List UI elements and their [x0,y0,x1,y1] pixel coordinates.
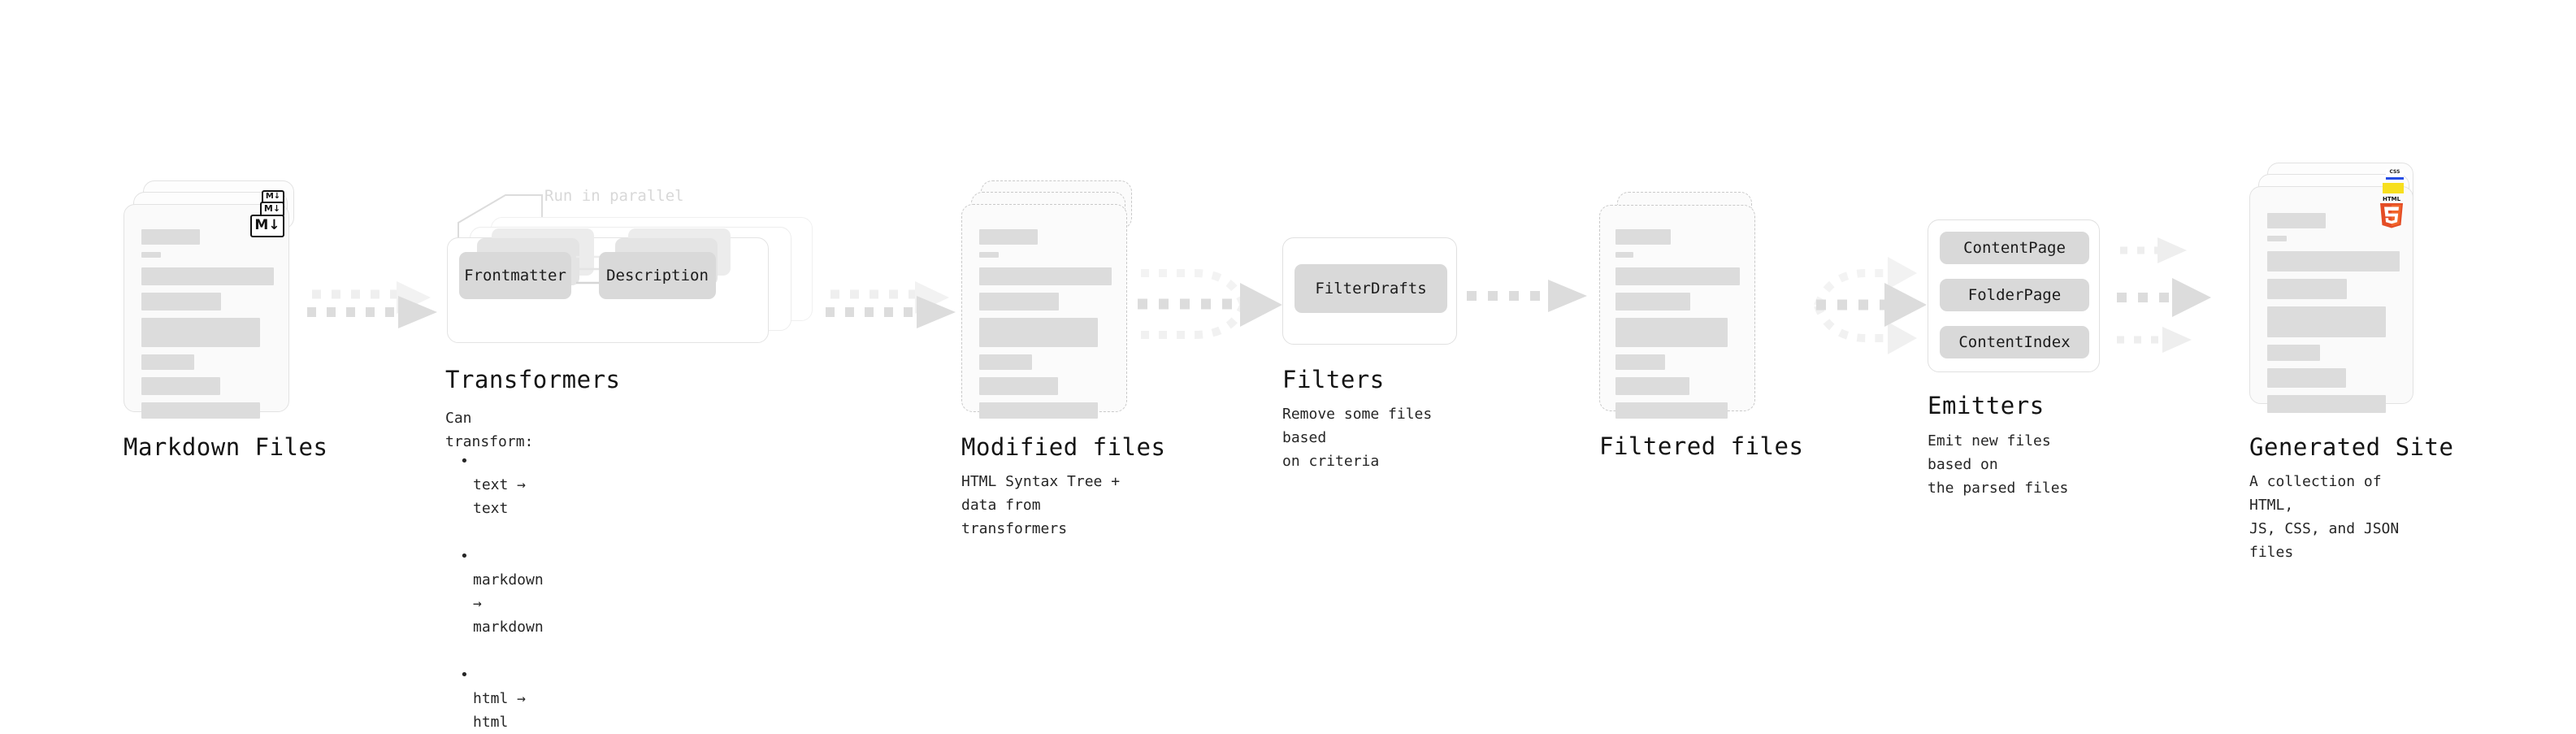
connector-transformers-to-modified [826,275,964,348]
stage-modified-files: Modified files HTML Syntax Tree + data f… [961,180,1165,537]
chip-contentindex[interactable]: ContentIndex [1940,326,2089,358]
stage-generated-site: CSS HTML [2249,163,2453,561]
generated-site-card: CSS HTML [2249,163,2420,415]
chip-contentpage[interactable]: ContentPage [1940,232,2089,264]
caption-transformers: Transformers [445,366,621,393]
merge-arrow-icon [1138,269,1282,339]
javascript-icon [2383,183,2404,193]
caption-generated-site: Generated Site [2249,433,2454,461]
chip-description[interactable]: Description [599,252,716,299]
subtitle-transformers: Can transform: [445,410,534,451]
bullet-label: markdown → markdown [473,571,544,636]
bullet-item: • markdown → markdown [460,547,544,636]
stage-filters: FilterDrafts Filters Remove some files b… [1282,237,1457,470]
caption-filtered-files: Filtered files [1599,432,1804,460]
bullet-label: html → html [473,689,527,731]
emitters-group-box: ContentPage FolderPage ContentIndex [1928,219,2100,372]
chip-frontmatter[interactable]: Frontmatter [459,252,571,299]
bullet-item: • html → html [460,666,527,731]
transformer-group-front: Frontmatter Description [447,228,769,343]
stage-filtered-files: Filtered files [1599,192,1803,460]
parallel-note: Run in parallel [544,187,684,205]
card-content-lines [2267,213,2400,420]
pipeline-diagram: M↓ M↓ M↓ Markdown Files [124,163,2453,731]
filters-group-box: FilterDrafts [1282,237,1457,345]
dashed-arrow-icon [826,281,956,328]
chip-folderpage[interactable]: FolderPage [1940,279,2089,311]
card-content-lines [1615,229,1746,426]
caption-emitters: Emitters [1928,392,2045,419]
dashed-arrow-icon [307,281,437,328]
css3-icon: CSS [2386,169,2404,180]
bullet-item: • text → text [460,453,527,518]
markdown-icon: M↓ [250,215,284,237]
subtitle-modified-files: HTML Syntax Tree + data from transformer… [961,473,1121,538]
caption-markdown-files: Markdown Files [124,433,328,461]
connector-filters-to-filtered [1467,275,1597,332]
filtered-file-card [1599,192,1770,419]
subtitle-emitters: Emit new files based on the parsed files [1928,432,2069,497]
fork-arrow-icon [1814,257,1927,354]
stage-emitters: ContentPage FolderPage ContentIndex Emit… [1928,219,2100,497]
card-content-lines [979,229,1112,426]
modified-file-card [961,180,1132,419]
transformer-bullet-list: • text → text • markdown → markdown • ht… [458,426,544,734]
svg-text:HTML: HTML [2383,196,2401,202]
parallel-bracket-icon [458,194,543,245]
markdown-file-card: M↓ M↓ M↓ [124,180,294,419]
bullet-label: text → text [473,476,527,518]
html5-icon: HTML [2378,195,2405,228]
card-content-lines [141,229,274,426]
chip-filterdrafts[interactable]: FilterDrafts [1295,264,1447,313]
connector-md-to-transformers [307,275,445,348]
triple-arrow-icon [2117,237,2211,353]
subtitle-generated-site: A collection of HTML, JS, CSS, and JSON … [2249,473,2400,562]
stage-markdown-files: M↓ M↓ M↓ Markdown Files [124,180,327,461]
subtitle-filters: Remove some files based on criteria [1282,406,1433,471]
dashed-arrow-icon [1467,280,1587,312]
caption-filters: Filters [1282,366,1385,393]
connector-modified-to-filters [1138,258,1292,372]
caption-modified-files: Modified files [961,433,1166,461]
connector-filtered-to-emitters [1814,257,1962,372]
connector-emitters-to-site [2117,234,2247,364]
